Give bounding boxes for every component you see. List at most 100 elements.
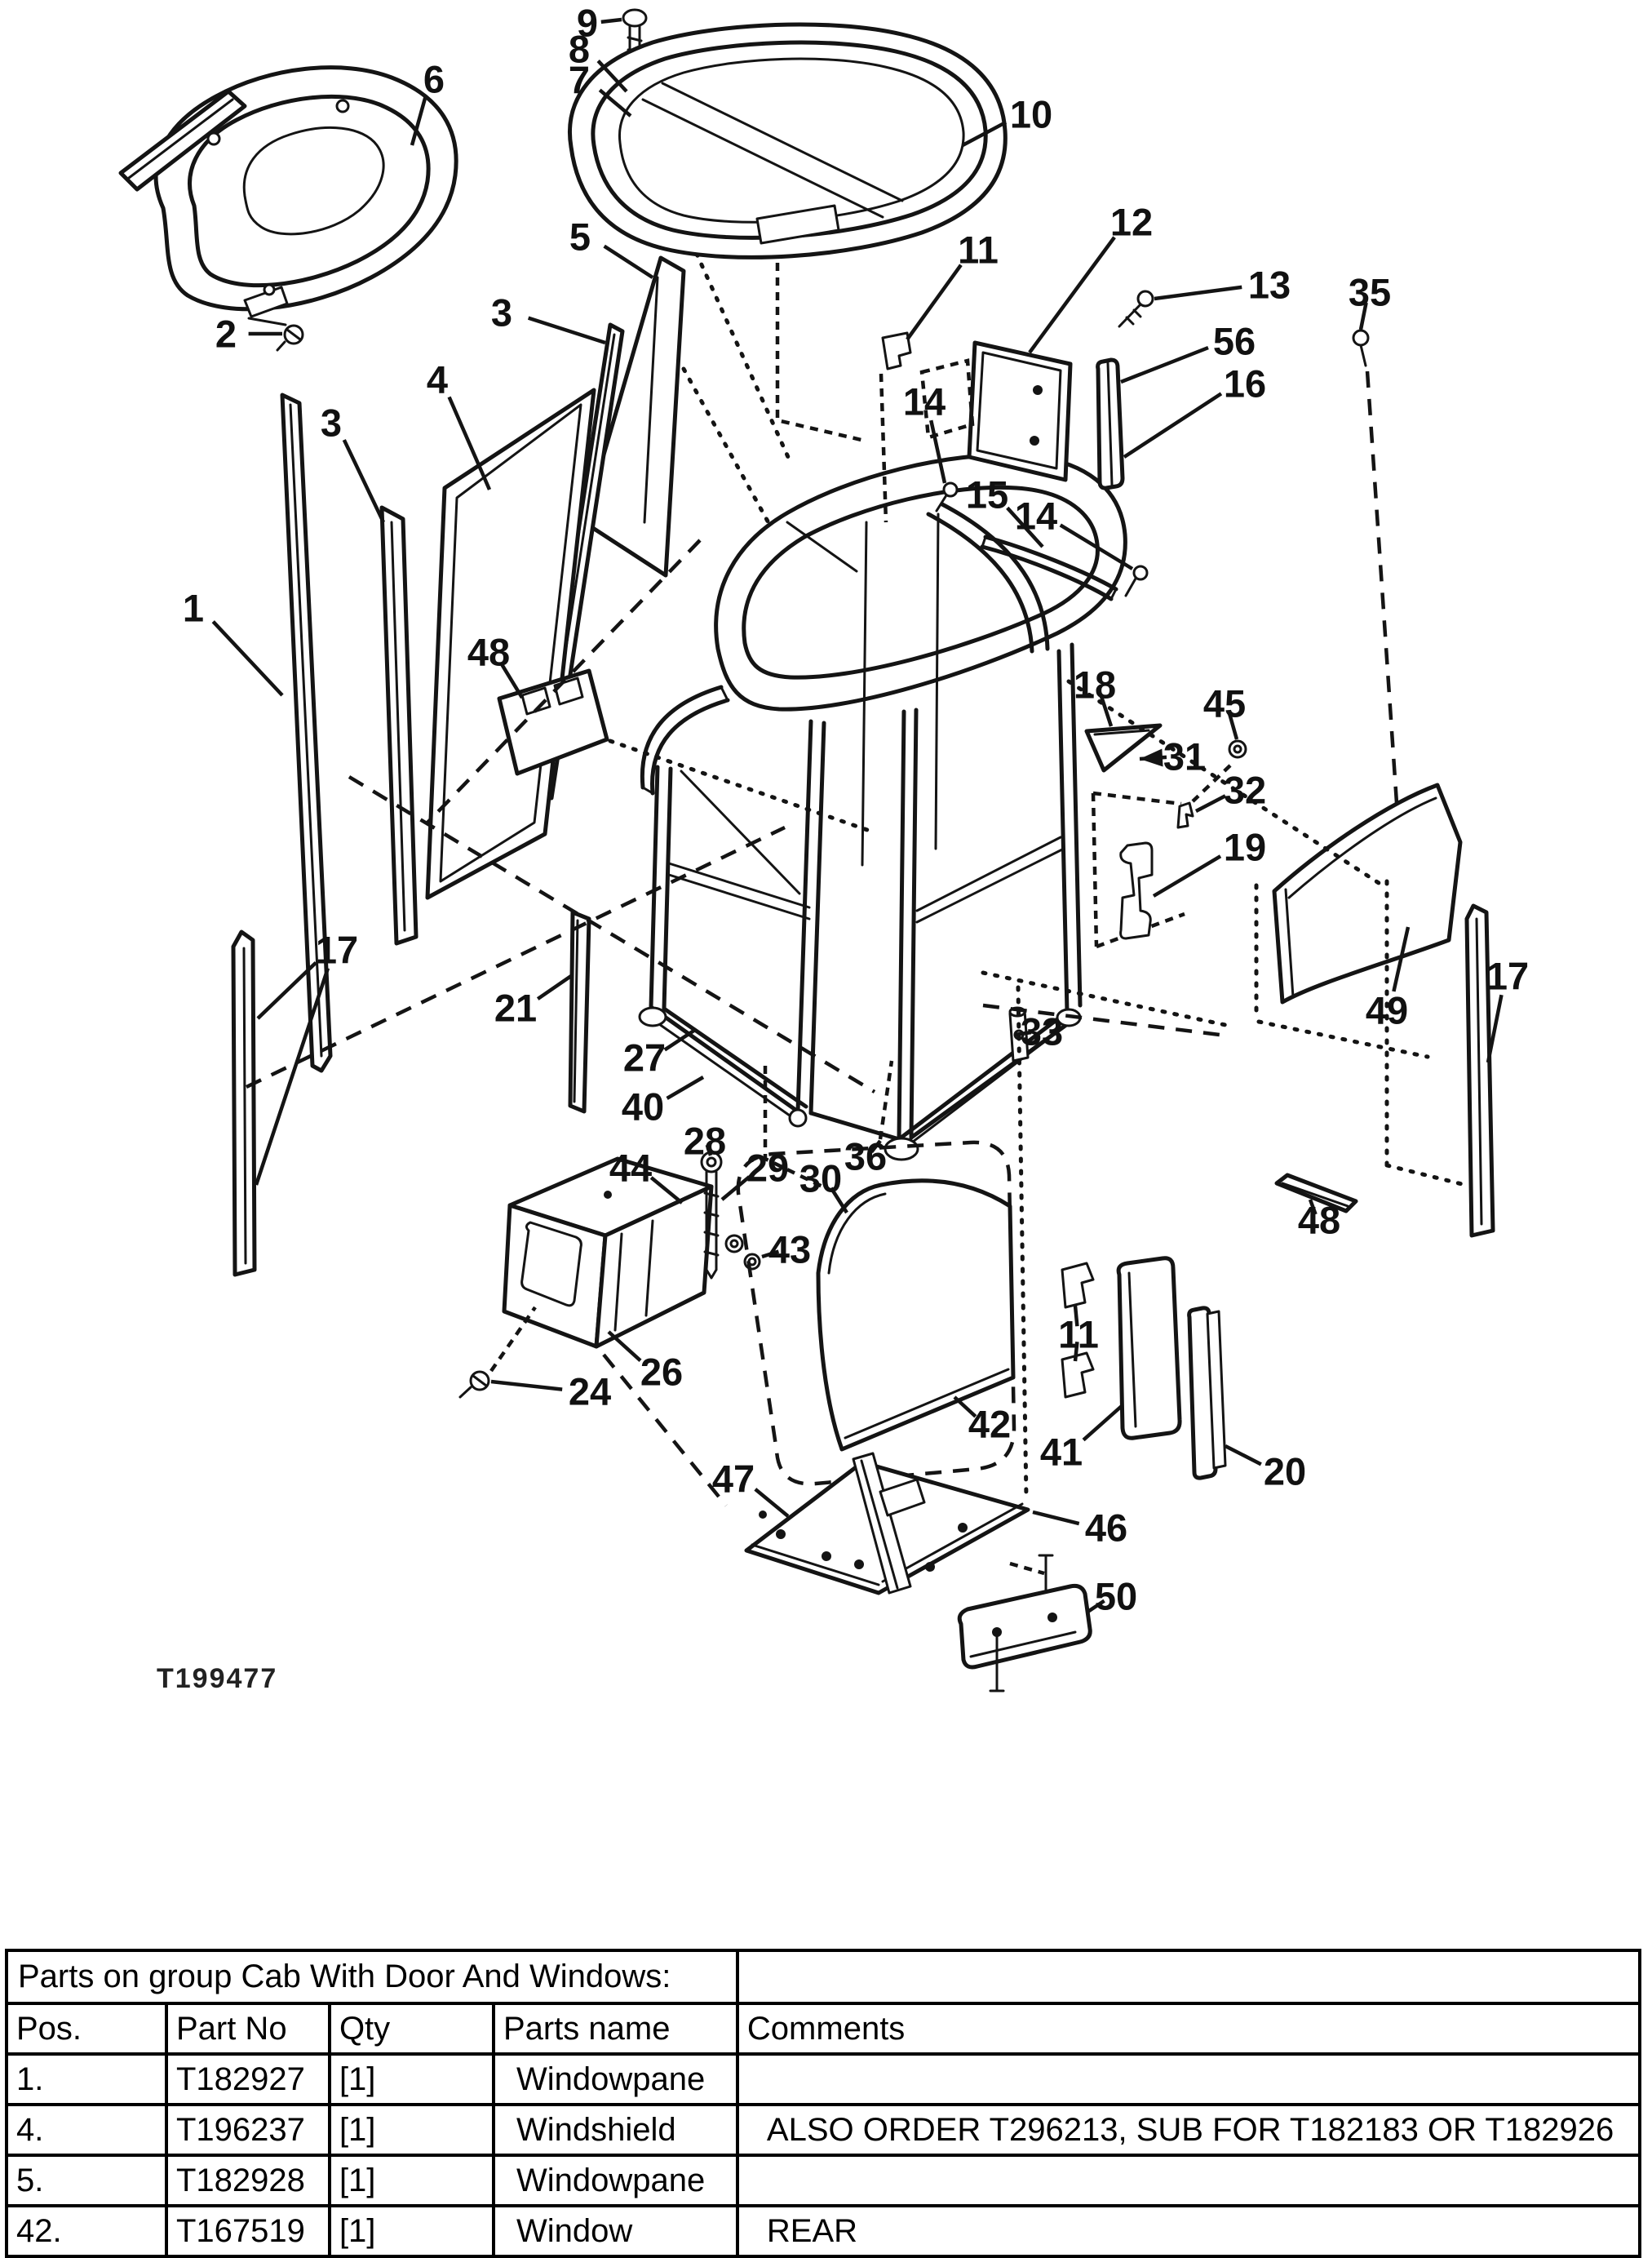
cell-qty: [1] (327, 2103, 495, 2157)
callout-47: 47 (712, 1457, 755, 1501)
callout-20: 20 (1264, 1450, 1306, 1493)
leader-line (906, 264, 963, 341)
part-quarter-panel-49 (1272, 783, 1463, 1005)
leader-line (596, 60, 628, 93)
part-s-bracket-19 (1119, 841, 1154, 940)
leader-line (1120, 345, 1209, 384)
callout-44: 44 (609, 1147, 652, 1190)
leader-line (211, 620, 284, 697)
callout-17: 17 (1486, 955, 1529, 998)
leader-line (1154, 285, 1242, 301)
part-screw-24 (458, 1306, 537, 1399)
part-windowpane-1 (280, 393, 333, 1073)
callout-6: 6 (423, 58, 445, 101)
callout-8: 8 (569, 28, 590, 71)
leader-line (527, 316, 606, 345)
callout-11: 11 (958, 228, 999, 272)
leader-line (447, 396, 492, 490)
part-sliver-48-right (1274, 1173, 1358, 1213)
leader-line (666, 1076, 705, 1100)
leader-line (663, 1028, 697, 1052)
callout-11: 11 (1058, 1313, 1099, 1356)
table-header-row: Pos. Part No Qty Parts name Comments (5, 2002, 1642, 2056)
part-bolt-35 (1352, 329, 1404, 876)
callout-16: 16 (1224, 362, 1266, 406)
leader-line (705, 1144, 713, 1156)
callout-27: 27 (623, 1036, 666, 1080)
leader-line (342, 439, 386, 523)
table-title-spacer (735, 1949, 1642, 2005)
part-cab-frame (638, 452, 1127, 1161)
table-title-row: Parts on group Cab With Door And Windows… (5, 1949, 1642, 2005)
callout-40: 40 (622, 1085, 664, 1129)
cell-part-no: T196237 (164, 2103, 331, 2157)
callout-45: 45 (1203, 682, 1246, 725)
leader-line (761, 1249, 780, 1259)
part-wing-18 (1084, 723, 1163, 773)
part-clip-11-upper (879, 331, 912, 523)
part-plate-12 (919, 340, 1073, 482)
cell-parts-name: Windshield (491, 2103, 739, 2157)
callout-10: 10 (1010, 93, 1052, 136)
callout-17: 17 (316, 929, 358, 972)
cell-comments: ALSO ORDER T296213, SUB FOR T182183 OR T… (735, 2103, 1642, 2157)
leader-line (1006, 506, 1044, 548)
drawing-number: T199477 (157, 1663, 277, 1694)
cell-pos-: 1. (5, 2052, 168, 2106)
table-row: 5.T182928[1]Windowpane (5, 2154, 1642, 2207)
leader-line (1194, 794, 1227, 813)
leader-line (961, 120, 1008, 147)
callout-48: 48 (1298, 1199, 1340, 1242)
part-windshield-4 (425, 388, 596, 900)
leader-line (536, 974, 573, 1000)
part-windowpane-5 (582, 255, 686, 578)
cell-comments (735, 2154, 1642, 2207)
leader-line (1392, 926, 1411, 992)
leader-line (1073, 1342, 1079, 1362)
assembly-dash-floor (602, 1353, 728, 1507)
part-window-42 (736, 1140, 1016, 1486)
leader-line (1486, 994, 1504, 1063)
assembly-dash-roof (775, 263, 866, 443)
leader-line (603, 244, 654, 279)
callout-3: 3 (321, 401, 342, 445)
callout-32: 32 (1224, 769, 1266, 812)
callout-56: 56 (1213, 320, 1256, 363)
cell-pos-: 4. (5, 2103, 168, 2157)
part-roof-panel (568, 22, 1008, 260)
callout-5: 5 (569, 215, 591, 259)
cell-pos-: 5. (5, 2154, 168, 2207)
col-header-parts-name: Parts name (491, 2002, 739, 2056)
leader-line (1014, 1030, 1032, 1037)
callout-26: 26 (640, 1351, 683, 1394)
parts-table: Parts on group Cab With Door And Windows… (5, 1949, 1642, 2258)
callout-48: 48 (467, 631, 510, 674)
callout-3: 3 (491, 291, 512, 335)
part-pillar-17-right (1464, 903, 1495, 1238)
part-trim-strip-3b (379, 505, 419, 946)
callout-7: 7 (569, 59, 590, 102)
leader-line (254, 967, 330, 1186)
cell-part-no: T182928 (164, 2154, 331, 2207)
part-floor-plate (744, 1452, 1030, 1595)
part-pillar-17-left (231, 929, 257, 1277)
part-panel-41 (1116, 1256, 1182, 1440)
callout-30: 30 (799, 1157, 842, 1200)
leader-line (598, 88, 632, 118)
leader-line (1032, 1510, 1080, 1526)
leader-line (256, 960, 317, 1020)
leader-line (1099, 695, 1114, 727)
callout-31: 31 (1163, 735, 1206, 779)
callout-1: 1 (183, 587, 204, 630)
part-screw-2 (276, 324, 304, 352)
part-clips-11-lower (1016, 985, 1095, 1500)
table-row: 1.T182927[1]Windowpane (5, 2052, 1642, 2106)
part-washers-43 (724, 1234, 761, 1271)
part-pin-45 (1191, 739, 1247, 803)
exploded-cab-diagram: T199477 98761012111335561614151453432148… (118, 2, 1529, 1694)
part-rod-15 (980, 535, 1118, 601)
leader-line (1358, 302, 1368, 330)
table-title: Parts on group Cab With Door And Windows… (5, 1949, 739, 2005)
cell-qty: [1] (327, 2204, 495, 2258)
